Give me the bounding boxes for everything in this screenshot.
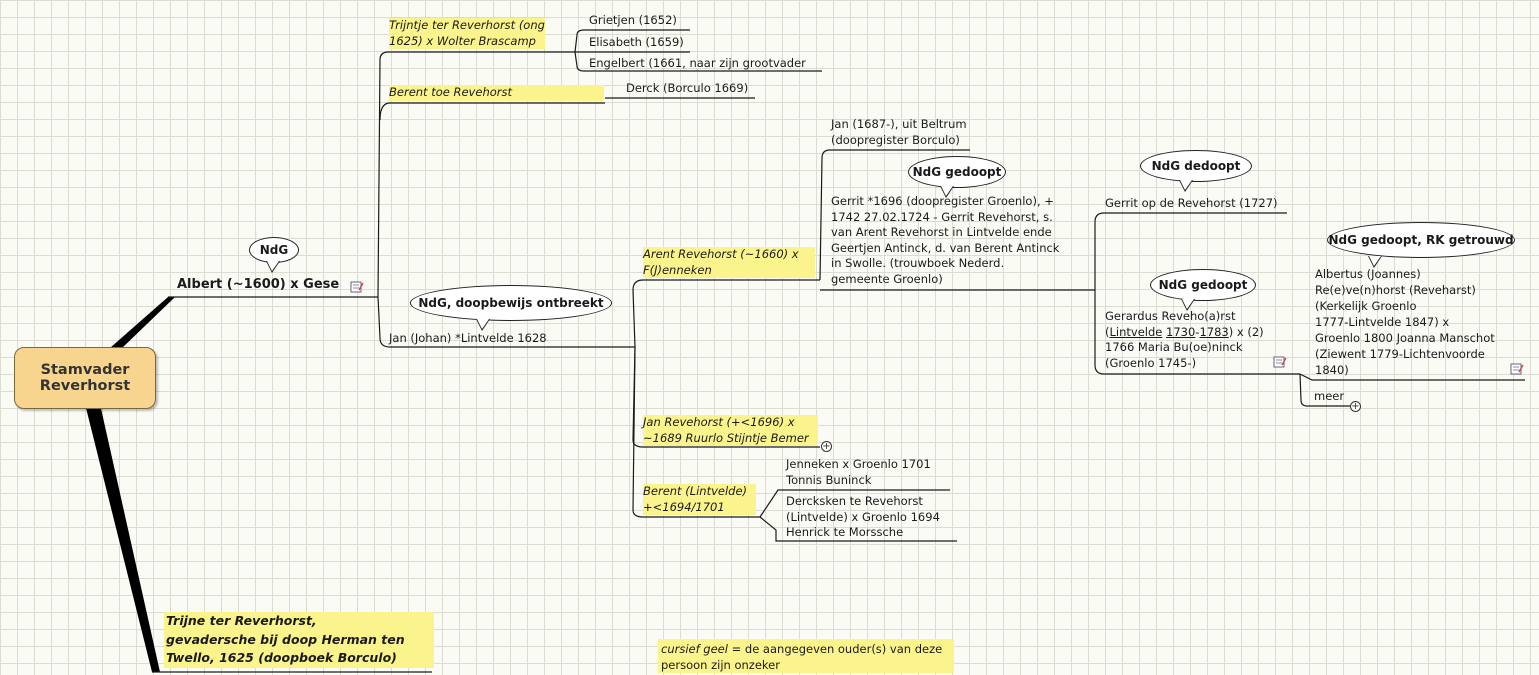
- callout-gerardus: NdG gedoopt: [1150, 269, 1256, 311]
- node-trijne-line1: Trijne ter Reverhorst,: [166, 613, 317, 628]
- node-jan-1696-line2: ~1689 Ruurlo Stijntje Bemer: [643, 430, 809, 445]
- albertus-line: Re(e)ve(n)horst (Reveharst): [1315, 283, 1476, 297]
- root-branch-albert: [110, 297, 175, 348]
- callout-jan-johan: NdG, doopbewijs ontbreekt: [410, 285, 612, 331]
- node-trijntje-line1: Trijntje ter Reverhorst (ong: [389, 18, 545, 32]
- node-berent-toe[interactable]: Berent toe Revehorst: [389, 85, 604, 101]
- albertus-line: Albertus (Joannes): [1315, 267, 1421, 281]
- gerrit-1696-line: 1742 27.02.1724 - Gerrit Revehorst, s.: [831, 209, 1053, 224]
- node-jenneken-line1: Jenneken x Groenlo 1701: [786, 457, 931, 471]
- albertus-line: 1777-Lintvelde 1847) x: [1315, 315, 1450, 329]
- gerrit-1696-line: Gerrit *1696 (doopregister Groenlo), +: [831, 194, 1054, 208]
- node-berent-lintvelde-line1: Berent (Lintvelde): [643, 484, 748, 498]
- node-jan-1687-line1: Jan (1687-), uit Beltrum: [831, 117, 967, 131]
- node-trijne[interactable]: Trijne ter Reverhorst, gevadersche bij d…: [164, 612, 434, 668]
- gerrit-1696-line: van Arent Revehorst in Lintvelde ende: [831, 225, 1052, 240]
- gerardus-line2: (Lintvelde 1730-1783) x (2): [1105, 324, 1264, 339]
- root-line1: Stamvader: [40, 362, 130, 378]
- gerardus-line4: (Groenlo 1745-): [1105, 355, 1197, 370]
- node-grietjen[interactable]: Grietjen (1652): [589, 13, 677, 27]
- node-dercksken-line2: (Lintvelde) x Groenlo 1694: [786, 509, 940, 524]
- node-dercksken-line3: Henrick te Morssche: [786, 525, 904, 539]
- note-icon[interactable]: [1510, 363, 1524, 375]
- node-engelbert[interactable]: Engelbert (1661, naar zijn grootvader: [589, 56, 806, 70]
- callout-albertus: NdG gedoopt, RK getrouwd: [1327, 222, 1515, 268]
- node-arent-line2: F(J)enneken: [643, 262, 712, 277]
- node-albertus[interactable]: Albertus (Joannes) Re(e)ve(n)horst (Reve…: [1315, 266, 1495, 378]
- legend-text2: persoon zijn onzeker: [661, 658, 780, 672]
- node-jan-1687-line2: (doopregister Borculo): [831, 132, 960, 147]
- note-icon[interactable]: [350, 281, 364, 293]
- node-dercksken[interactable]: Dercksken te Revehorst(Lintvelde) x Groe…: [786, 494, 940, 541]
- callout-albert-ndg: NdG: [249, 237, 299, 273]
- node-jenneken-line2: Tonnis Buninck: [786, 472, 872, 487]
- node-jan-johan[interactable]: Jan (Johan) *Lintvelde 1628: [389, 331, 547, 345]
- node-jan-1687[interactable]: Jan (1687-), uit Beltrum(doopregister Bo…: [831, 117, 967, 148]
- node-trijne-line3: Twello, 1625 (doopboek Borculo): [166, 650, 397, 665]
- callout-gerrit-1696: NdG gedoopt: [908, 156, 1006, 198]
- root-line2: Reverhorst: [39, 378, 131, 394]
- node-trijntje-line2: 1625) x Wolter Brascamp: [389, 33, 536, 48]
- gerrit-1696-line: in Swolle. (trouwboek Nederd.: [831, 256, 1005, 271]
- node-arent-line1: Arent Revehorst (~1660) x: [643, 247, 799, 261]
- expand-plus-icon[interactable]: +: [1350, 401, 1361, 412]
- root-branch-trijne: [85, 404, 160, 672]
- gerardus-line1: Gerardus Reveho(a)rst: [1105, 309, 1236, 323]
- node-berent-lintvelde-line2: +<1694/1701: [643, 499, 725, 514]
- albertus-line: Groenlo 1800 Joanna Manschot: [1315, 331, 1495, 345]
- callout-gerrit-1727: NdG dedoopt: [1140, 150, 1252, 192]
- note-icon[interactable]: [1273, 356, 1287, 368]
- node-trijne-line2: gevadersche bij doop Herman ten: [166, 631, 405, 647]
- node-berent-lintvelde[interactable]: Berent (Lintvelde)+<1694/1701: [643, 484, 756, 515]
- legend-note: cursief geel = de aangegeven ouder(s) va…: [658, 639, 954, 673]
- albertus-line: 1840): [1315, 363, 1349, 377]
- node-gerardus[interactable]: Gerardus Reveho(a)rst (Lintvelde 1730-17…: [1105, 309, 1264, 371]
- node-jan-1696[interactable]: Jan Revehorst (+<1696) x~1689 Ruurlo Sti…: [643, 415, 818, 446]
- albertus-line: (Kerkelijk Groenlo: [1315, 299, 1417, 313]
- node-meer[interactable]: meer: [1314, 389, 1345, 403]
- node-albert[interactable]: Albert (~1600) x Gese: [177, 277, 339, 293]
- gerardus-line3: 1766 Maria Bu(oe)ninck: [1105, 340, 1243, 354]
- gerrit-1696-line: Geertjen Antinck, d. van Berent Antinck: [831, 240, 1060, 255]
- gerrit-1696-line: gemeente Groenlo): [831, 271, 943, 286]
- node-derck[interactable]: Derck (Borculo 1669): [626, 81, 749, 95]
- node-dercksken-line1: Dercksken te Revehorst: [786, 494, 923, 508]
- node-gerrit-1696[interactable]: Gerrit *1696 (doopregister Groenlo), + 1…: [831, 194, 1059, 288]
- legend-term: cursief geel: [661, 642, 728, 656]
- node-gerrit-1727[interactable]: Gerrit op de Revehorst (1727): [1105, 196, 1278, 210]
- legend-text1: = de aangegeven ouder(s) van deze: [727, 642, 943, 656]
- albertus-line: (Ziewent 1779-Lichtenvoorde: [1315, 347, 1485, 361]
- node-elisabeth[interactable]: Elisabeth (1659): [589, 35, 684, 49]
- node-albert-label: Albert (~1600) x Gese: [177, 277, 340, 292]
- expand-plus-icon[interactable]: +: [821, 441, 832, 452]
- node-jan-1696-line1: Jan Revehorst (+<1696) x: [643, 415, 795, 429]
